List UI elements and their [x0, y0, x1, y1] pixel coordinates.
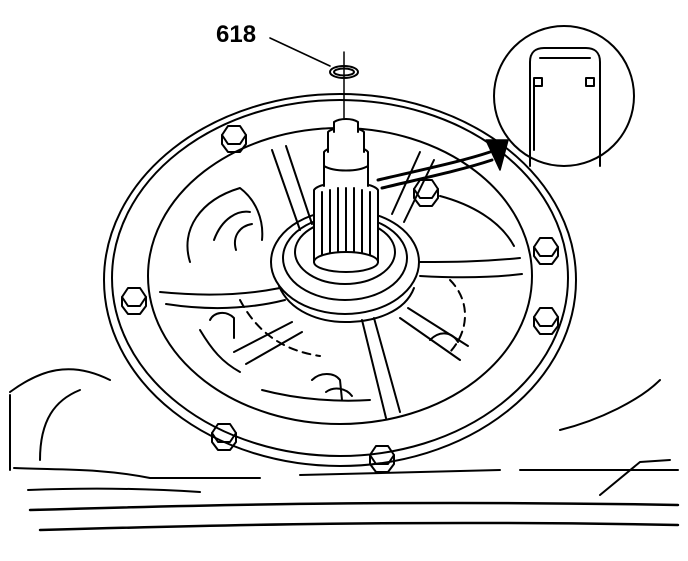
flange-bolts — [121, 125, 559, 473]
detail-arrow — [376, 150, 494, 190]
bolt-icon — [533, 237, 559, 265]
bolt-icon — [221, 125, 247, 153]
detail-inset — [493, 25, 635, 167]
bolt-icon — [533, 307, 559, 335]
snap-ring — [329, 51, 359, 119]
callout-label-618: 618 — [216, 21, 256, 48]
splined-shaft — [313, 118, 379, 273]
case-housing-lines — [9, 368, 680, 532]
outer-flange — [103, 93, 577, 467]
bolt-icon — [211, 423, 237, 451]
pump-cavities — [186, 187, 515, 402]
bolt-icon — [369, 445, 395, 473]
bolt-icon — [121, 287, 147, 315]
callout-leader — [269, 37, 331, 67]
arrowhead-icon — [485, 139, 509, 171]
